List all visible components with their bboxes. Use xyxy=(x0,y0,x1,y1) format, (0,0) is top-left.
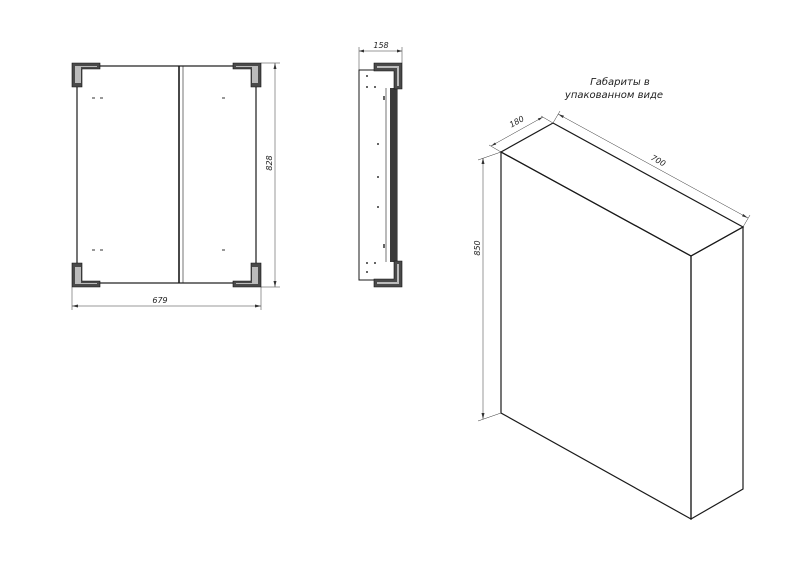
side-depth-dimension: 158 xyxy=(358,41,403,70)
package-caption-line2: упакованном виде xyxy=(564,90,663,101)
front-corner-top-left xyxy=(71,62,101,88)
front-height-label: 828 xyxy=(265,155,274,170)
package-depth-label: 180 xyxy=(508,114,526,129)
side-door-strip xyxy=(390,88,397,262)
package-width-label: 700 xyxy=(649,153,667,168)
side-bracket-top xyxy=(373,62,403,90)
package-side-face xyxy=(690,225,744,521)
package-caption-line1: Габариты в xyxy=(590,76,650,88)
front-height-dimension: 828 xyxy=(261,62,280,288)
front-width-label: 679 xyxy=(152,296,167,305)
front-corner-top-right xyxy=(232,62,262,88)
side-view: 158 xyxy=(358,41,403,288)
front-hinge-marks xyxy=(92,97,225,251)
front-view: 679 828 xyxy=(71,62,280,310)
front-corner-bottom-right xyxy=(232,262,262,288)
package-height-dimension: 850 xyxy=(473,151,502,422)
front-width-dimension: 679 xyxy=(71,287,262,310)
package-front-face xyxy=(500,150,692,521)
package-width-dimension: 700 xyxy=(552,110,751,228)
side-fixing-marks xyxy=(366,75,385,273)
side-depth-label: 158 xyxy=(373,41,388,50)
package-height-label: 850 xyxy=(473,240,482,255)
package-depth-dimension: 180 xyxy=(488,114,554,153)
side-bracket-bottom xyxy=(373,260,403,288)
package-view: Габариты в упакованном виде 180 700 xyxy=(473,76,751,521)
front-cabinet-outline xyxy=(76,65,257,284)
front-corner-bottom-left xyxy=(71,262,101,288)
package-top-face xyxy=(499,122,745,257)
